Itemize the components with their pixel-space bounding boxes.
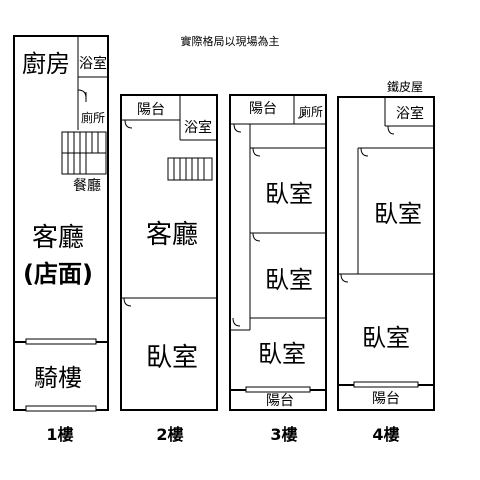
roof-label-floor-4: 鐵皮屋 <box>387 79 423 94</box>
room-balcony-floor-4: 陽台 <box>372 391 400 407</box>
room-bedroom1-floor-3: 臥室 <box>265 180 313 208</box>
room-living-floor-2: 客廳 <box>146 220 198 250</box>
floor-2-plan: 陽台 浴室 客廳 臥室 <box>120 94 218 411</box>
room-bedroom2-floor-3: 臥室 <box>265 266 313 294</box>
floor-3-plan: 陽台 廁所 臥室 臥室 臥室 陽台 <box>229 94 327 411</box>
room-toilet-floor-3: 廁所 <box>299 104 323 119</box>
room-dining-floor-1: 餐廳 <box>73 177 101 194</box>
room-bath-floor-1: 浴室 <box>79 55 107 72</box>
room-living-floor-1: 客廳 <box>32 223 84 253</box>
room-balcony-floor-2: 陽台 <box>137 102 165 118</box>
room-toilet-floor-1: 廁所 <box>81 110 105 125</box>
floor-label-4: 4樓 <box>372 425 399 444</box>
room-bedroom3-floor-3: 臥室 <box>258 340 306 368</box>
layout-note: 實際格局以現場為主 <box>181 34 280 48</box>
room-bath-floor-2: 浴室 <box>184 119 212 136</box>
stairs-floor-1 <box>61 131 107 175</box>
room-bedroom-floor-2: 臥室 <box>146 343 198 373</box>
floor-label-3: 3樓 <box>270 425 297 444</box>
stairs-floor-2 <box>167 157 213 181</box>
room-bedroom1-floor-4: 臥室 <box>374 200 422 228</box>
room-kitchen-floor-1: 廚房 <box>22 50 70 78</box>
room-balcony-top-floor-3: 陽台 <box>249 101 277 117</box>
room-bedroom2-floor-4: 臥室 <box>362 324 410 352</box>
floor-4-plan: 鐵皮屋 浴室 臥室 臥室 陽台 <box>337 79 435 411</box>
floor-label-2: 2樓 <box>156 425 183 444</box>
floor-label-1: 1樓 <box>46 425 73 444</box>
room-balcony-bottom-floor-3: 陽台 <box>266 393 294 409</box>
room-arcade-floor-1: 騎樓 <box>34 364 82 392</box>
room-bath-floor-4: 浴室 <box>396 105 424 122</box>
floor-1-plan: 廚房 浴室 廁所 餐廳 客廳 (店面) 騎樓 <box>13 35 109 412</box>
room-shopfront-floor-1: (店面) <box>23 260 93 288</box>
